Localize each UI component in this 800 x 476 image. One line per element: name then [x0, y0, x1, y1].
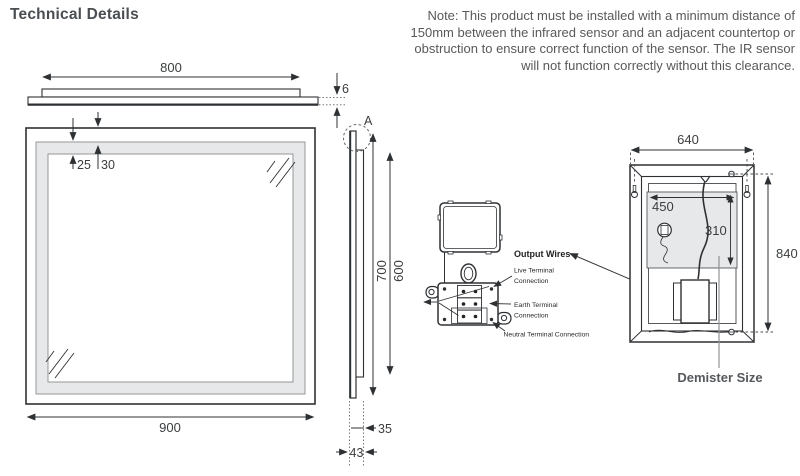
detail-ref-label: A [364, 114, 373, 128]
live-terminal-label: Live Terminal [514, 268, 554, 275]
dim-total-depth-label: 43 [350, 446, 364, 460]
dim-back-height-label: 840 [776, 246, 798, 261]
dim-demister-width-label: 450 [652, 199, 674, 214]
glint-bottom-left [45, 348, 75, 379]
dim-backing-height-label: 600 [391, 260, 406, 282]
keyhole-hanger-left [631, 159, 638, 198]
dim-band-inset-label: 30 [101, 158, 115, 172]
note-line: will not function correctly without this… [521, 57, 795, 73]
terminal-detail: Live Terminal Connection Earth Terminal … [423, 200, 682, 339]
detail-callout: A [343, 114, 373, 152]
dim-edge-inset-label: 25 [77, 158, 91, 172]
glint-top-right [266, 157, 296, 188]
earth-terminal-label: Connection [514, 313, 549, 320]
side-view: A 700 600 35 43 [336, 114, 406, 466]
dim-backing-width-label: 800 [160, 60, 182, 75]
back-view: 450 310 [629, 132, 798, 385]
output-wires-label: Output Wires [514, 249, 570, 259]
note-line: Note: This product must be installed wit… [427, 8, 795, 23]
note-line: 150mm between the infrared sensor and an… [410, 24, 795, 40]
dim-thickness-label: 6 [342, 82, 349, 96]
output-wire [697, 180, 709, 280]
live-terminal-label: Connection [514, 278, 549, 285]
front-view: 25 30 900 [25, 112, 316, 435]
dim-mirror-width-label: 900 [159, 420, 181, 435]
dim-backing-depth-label: 35 [378, 422, 392, 436]
screw-bottom-right [728, 328, 735, 336]
earth-terminal-label: Earth Terminal [514, 302, 558, 309]
screw-top-right [728, 170, 735, 178]
note-line: obstruction to ensure correct function o… [414, 41, 795, 56]
page-title: Technical Details [10, 6, 139, 23]
terminal-block [423, 282, 512, 326]
dim-glass-height-label: 700 [374, 260, 389, 282]
keyhole-hanger-right [743, 159, 751, 198]
installation-note: Note: This product must be installed wit… [397, 8, 795, 74]
junction-box [673, 279, 717, 324]
dim-back-width-label: 640 [677, 132, 699, 147]
demister-size-caption: Demister Size [677, 370, 762, 385]
dim-demister-height-label: 310 [705, 223, 727, 238]
top-view: 800 6 [27, 60, 349, 128]
neutral-terminal-label: Neutral Terminal Connection [504, 332, 590, 339]
terminal-cover [437, 200, 503, 255]
